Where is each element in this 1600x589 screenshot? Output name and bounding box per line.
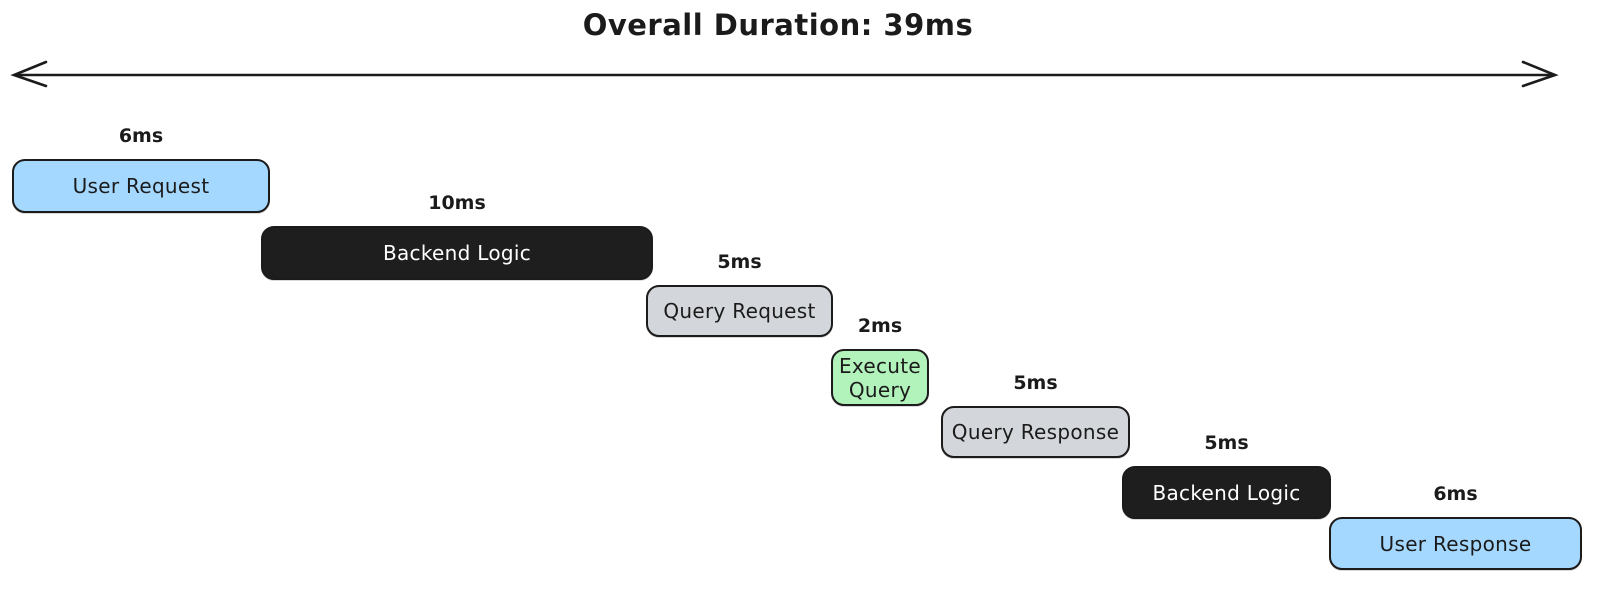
duration-label: 6ms [1433,483,1478,505]
timeline-bar: Query Response [941,406,1130,458]
timeline-bar-group: 10ms Backend Logic [261,190,653,280]
timeline-bar-group: 5ms Backend Logic [1122,430,1331,519]
duration-label: 6ms [118,125,164,147]
duration-label: 10ms [428,192,486,214]
timeline-bar: Execute Query [831,349,929,406]
duration-label: 5ms [1204,432,1249,454]
timeline-bar-group: 2ms Execute Query [831,313,929,406]
diagram-title: Overall Duration: 39ms [582,8,974,42]
timeline-bar-group: 6ms User Response [1329,481,1582,570]
timeline-bar: User Response [1329,517,1582,570]
duration-label: 5ms [717,251,762,273]
timeline-bar: Query Request [646,285,833,337]
timeline-bar: Backend Logic [1122,466,1331,519]
timeline-bar-group: 6ms User Request [12,123,270,213]
duration-label: 2ms [857,315,903,337]
timeline-bar: User Request [12,159,270,213]
timeline-bar: Backend Logic [261,226,653,280]
timeline-bar-group: 5ms Query Response [941,370,1130,458]
timeline-bar-group: 5ms Query Request [646,249,833,337]
duration-label: 5ms [1013,372,1058,394]
overall-duration-double-arrow-icon [10,60,1559,88]
